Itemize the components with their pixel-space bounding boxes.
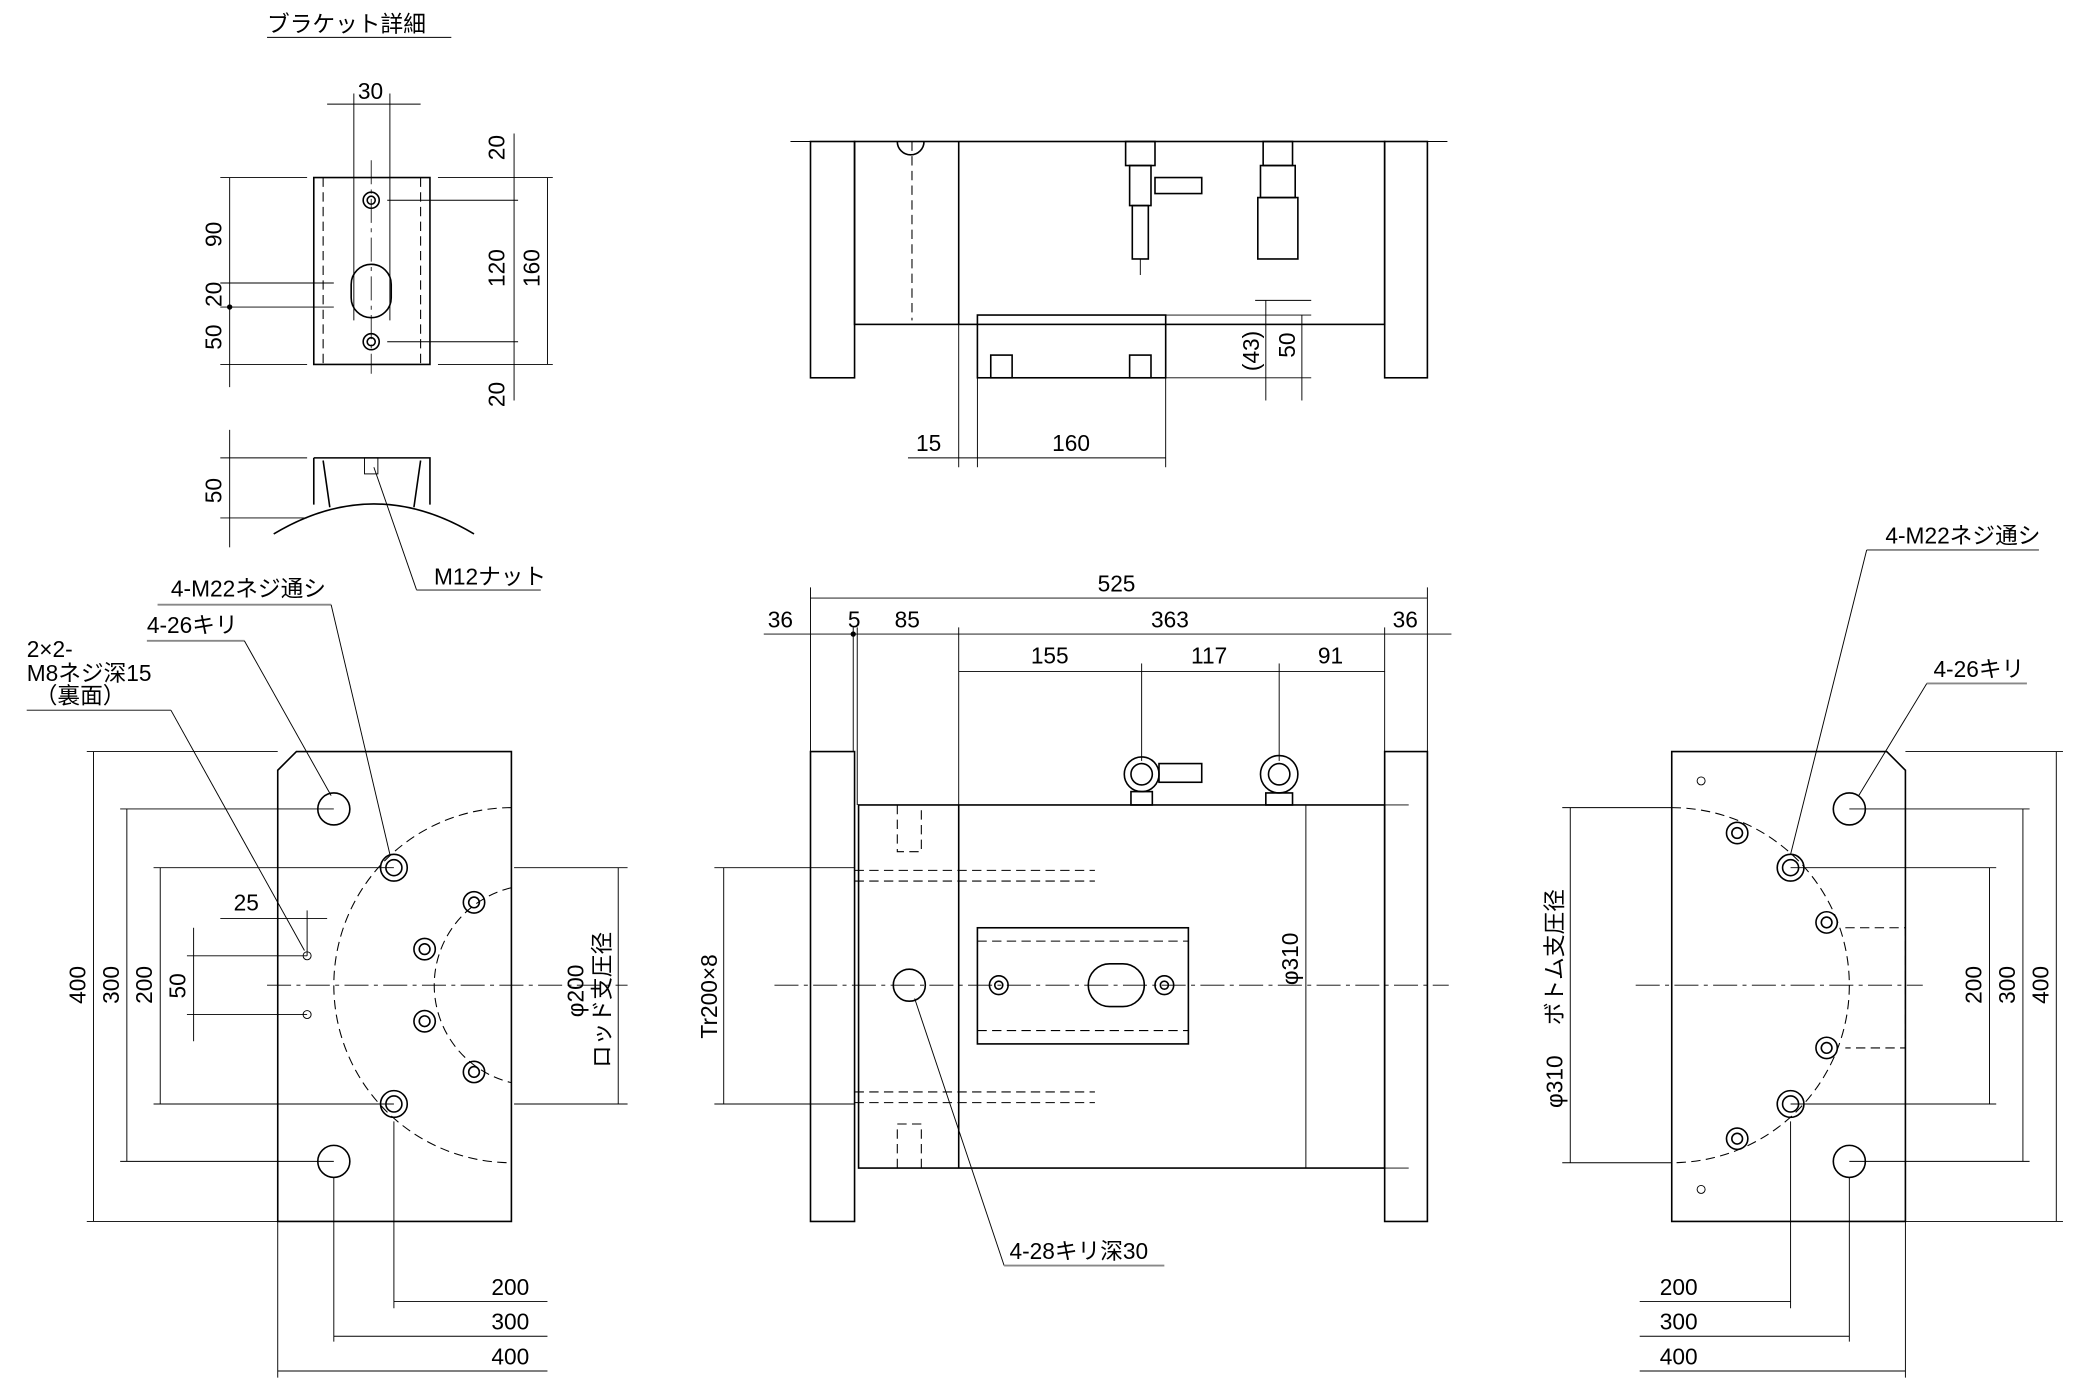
dim-h-300: 300	[1660, 1309, 1698, 1335]
dim-120: 120	[484, 249, 510, 287]
dim-h-200: 200	[1660, 1274, 1698, 1300]
dim-363: 363	[1151, 606, 1189, 632]
dim-20: 20	[201, 282, 227, 307]
m8-label-line3: （裏面）	[35, 683, 126, 709]
side-view: 15 160 (43) 50	[790, 140, 1448, 468]
dim-side-160: 160	[1052, 430, 1090, 456]
dim-15: 15	[916, 430, 941, 456]
rod-diameter-label: φ200	[563, 965, 589, 1018]
dim-30: 30	[358, 78, 383, 104]
dim-43: (43)	[1238, 331, 1264, 371]
dim-v-300: 300	[1994, 966, 2020, 1004]
dim-left-36: 36	[768, 606, 793, 632]
diameter-310-label: φ310	[1277, 933, 1303, 986]
bracket-detail: ブラケット詳細 30 20 120 160 20 90 20 50 50 M12…	[201, 11, 553, 591]
m8-label-line2: M8ネジ深15	[27, 660, 152, 686]
bottom-diameter-note: ボトム支圧径	[1541, 889, 1567, 1025]
dim-h-400: 400	[1660, 1343, 1698, 1369]
dim-side-50: 50	[1274, 333, 1300, 358]
dim-90: 90	[201, 222, 227, 247]
drill-label: 4-26キリ	[1933, 656, 2024, 682]
dim-v-50: 50	[165, 973, 191, 998]
dim-85: 85	[895, 606, 920, 632]
dim-side-50: 50	[201, 478, 227, 503]
dim-50: 50	[201, 325, 227, 350]
bottom-diameter-label: φ310	[1541, 1055, 1567, 1108]
hole-label: 4-28キリ深30	[1009, 1238, 1148, 1264]
drill-label: 4-26キリ	[147, 612, 238, 638]
m8-label-line1: 2×2-	[27, 636, 73, 662]
dim-h-400: 400	[491, 1343, 529, 1369]
fitting-top-2	[1259, 754, 1299, 806]
thread-label: Tr200×8	[696, 954, 722, 1038]
m12-nut-label: M12ナット	[434, 564, 546, 590]
dim-91: 91	[1318, 642, 1343, 668]
dim-v-200: 200	[1961, 966, 1987, 1004]
dim-155: 155	[1031, 642, 1069, 668]
dim-h-300: 300	[491, 1309, 529, 1335]
dim-5: 5	[848, 606, 861, 632]
pressure-fitting-2	[1257, 140, 1299, 260]
dim-v-400: 400	[64, 966, 90, 1004]
rod-diameter-note: ロッド支圧径	[589, 932, 615, 1068]
dim-525: 525	[1098, 570, 1136, 596]
front-view: 525 36 5 85 363 36 155 117 91 Tr200×8 φ3…	[696, 570, 1452, 1267]
dim-h-200: 200	[491, 1274, 529, 1300]
dim-v-300: 300	[98, 966, 124, 1004]
dim-117: 117	[1191, 642, 1227, 668]
dim-v-400: 400	[2027, 966, 2053, 1004]
bracket-title: ブラケット詳細	[267, 11, 426, 37]
pressure-fitting-1	[1124, 140, 1203, 275]
bottom-end-view: 200 300 400 φ310 ボトム支圧径 200 300 400 4-M2…	[1541, 522, 2063, 1378]
dim-v-200: 200	[131, 966, 157, 1004]
m22-label: 4-M22ネジ通シ	[171, 576, 326, 602]
rod-end-view: 400 300 200 50 25 φ200 ロッド支圧径 200 300 40…	[27, 576, 628, 1378]
dim-160: 160	[518, 249, 544, 287]
dim-top-20: 20	[484, 135, 510, 160]
dim-right-36: 36	[1393, 606, 1418, 632]
m22-label: 4-M22ネジ通シ	[1885, 522, 2040, 548]
dim-bottom-20: 20	[484, 382, 510, 407]
dim-25: 25	[234, 889, 259, 915]
fitting-top-1	[1123, 756, 1203, 806]
